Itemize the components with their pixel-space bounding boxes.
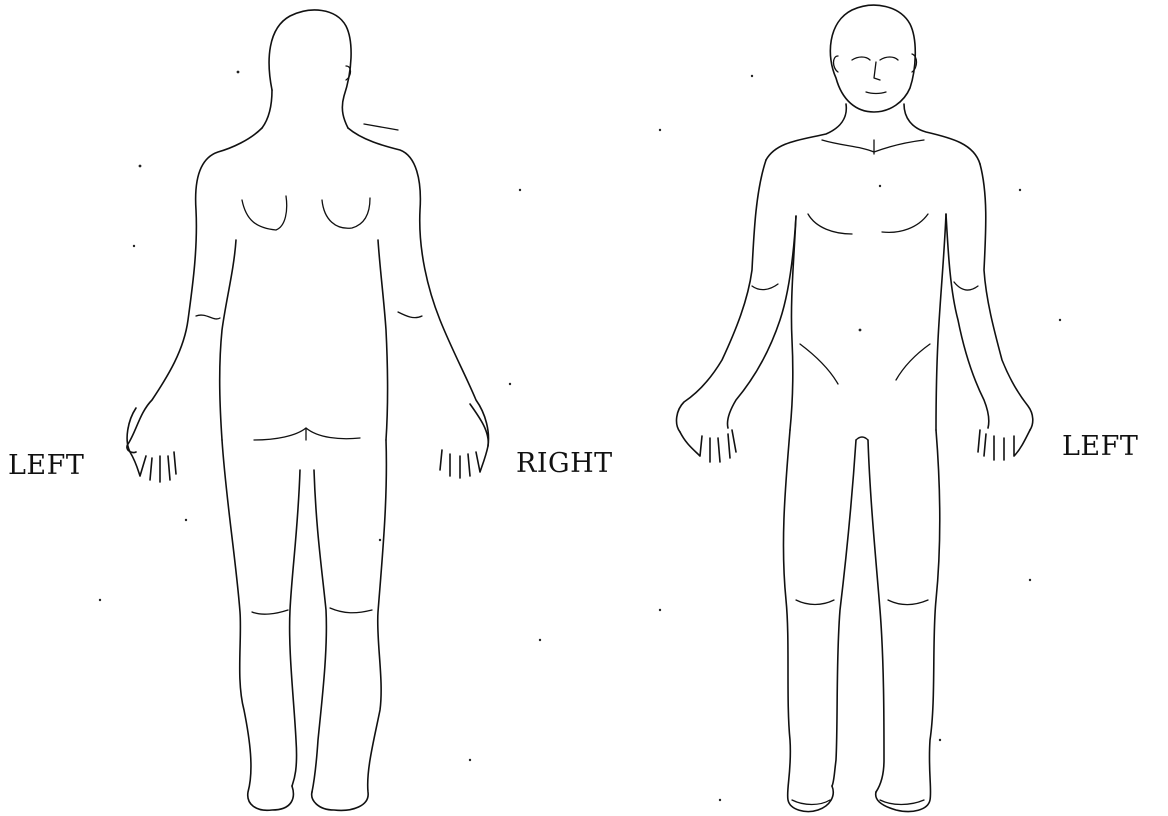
- back-waist-left: [220, 240, 236, 440]
- front-neck-left: [766, 104, 846, 160]
- back-view-left-label: LEFT: [8, 452, 84, 479]
- back-leg-right-inner: [312, 470, 326, 792]
- front-crotch: [856, 437, 868, 440]
- front-ear-left: [834, 56, 839, 72]
- front-elbow-right: [954, 282, 978, 290]
- front-hand-left: [680, 430, 736, 462]
- back-hand-right: [440, 404, 488, 478]
- front-knee-left: [796, 600, 834, 605]
- front-mouth: [866, 92, 886, 94]
- front-hand-right: [978, 430, 1030, 460]
- front-inguinal-right: [896, 344, 930, 380]
- back-leg-right-outer: [312, 440, 387, 810]
- back-neck-left: [262, 90, 272, 128]
- front-arm-left-outer: [677, 160, 766, 432]
- back-torso-outline-right: [348, 128, 489, 446]
- front-feet: [792, 800, 924, 805]
- back-elbow-right: [398, 312, 422, 318]
- front-elbow-left: [752, 284, 778, 290]
- front-arm-right-inner: [946, 214, 989, 428]
- back-leg-left-outer: [222, 440, 293, 810]
- front-nose: [874, 62, 880, 80]
- front-head: [830, 5, 915, 112]
- front-leg-right-inner: [868, 440, 884, 792]
- back-elbow-left: [196, 315, 220, 319]
- back-gluteal-line: [254, 428, 360, 440]
- back-knee-right: [330, 608, 372, 613]
- back-leg-left-inner: [290, 470, 300, 786]
- back-head: [269, 10, 351, 128]
- front-chest-right: [882, 214, 928, 232]
- back-shoulder-mark: [364, 124, 398, 130]
- front-torso-right: [936, 214, 946, 430]
- back-torso-outline: [127, 128, 262, 453]
- back-knee-left: [252, 610, 288, 614]
- front-knee-right: [888, 600, 928, 605]
- front-leg-left-outer: [783, 430, 833, 812]
- front-view-left-label: LEFT: [1062, 433, 1138, 460]
- front-leg-right-outer: [876, 430, 940, 812]
- front-view-figure: [677, 5, 1033, 811]
- back-scapula-right: [322, 198, 370, 228]
- back-waist-right: [378, 240, 388, 440]
- back-view-figure: [127, 10, 489, 810]
- front-leg-left-inner: [832, 440, 856, 786]
- scan-specks: [99, 71, 1061, 802]
- back-view-right-label: RIGHT: [516, 450, 613, 477]
- back-hand-left: [127, 408, 176, 482]
- front-inguinal-left: [800, 344, 838, 384]
- back-scapula-left: [242, 196, 287, 230]
- front-arm-right-outer: [980, 164, 1033, 430]
- back-ear-right: [346, 66, 351, 80]
- front-neck-right: [904, 104, 980, 164]
- front-eyes: [852, 57, 898, 60]
- front-clavicles: [822, 140, 924, 152]
- front-chest-left: [808, 214, 852, 234]
